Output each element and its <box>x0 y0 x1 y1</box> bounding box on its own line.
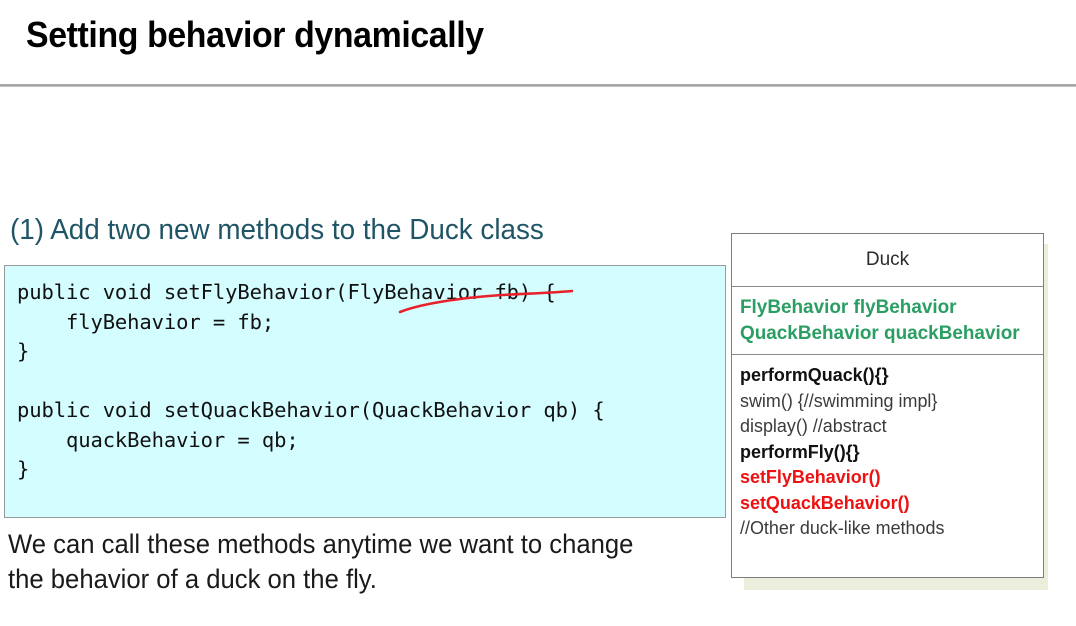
uml-class-header: Duck <box>732 234 1043 287</box>
uml-method: display() //abstract <box>740 415 887 436</box>
uml-method: performQuack(){} <box>740 364 889 385</box>
code-snippet: public void setFlyBehavior(FlyBehavior f… <box>17 280 605 481</box>
uml-attributes-compartment: FlyBehavior flyBehavior QuackBehavior qu… <box>732 287 1043 355</box>
uml-attribute: FlyBehavior flyBehavior <box>740 296 957 318</box>
uml-method-highlighted: setFlyBehavior() <box>740 466 881 487</box>
body-paragraph: We can call these methods anytime we wan… <box>8 529 634 594</box>
uml-method: swim() {//swimming impl} <box>740 389 938 411</box>
title-divider <box>0 84 1076 87</box>
uml-method-highlighted: setQuackBehavior() <box>740 491 910 513</box>
uml-method-comment: //Other duck-like methods <box>740 517 945 538</box>
uml-class-name: Duck <box>865 249 910 270</box>
uml-class-box-duck: Duck FlyBehavior flyBehavior QuackBehavi… <box>731 233 1044 578</box>
uml-attribute: QuackBehavior quackBehavior <box>740 322 1020 344</box>
page-title: Setting behavior dynamically <box>26 14 484 55</box>
uml-methods-compartment: performQuack(){} swim() {//swimming impl… <box>732 355 1043 577</box>
uml-method: performFly(){} <box>740 440 860 462</box>
step-heading: (1) Add two new methods to the Duck clas… <box>10 214 544 246</box>
code-block: public void setFlyBehavior(FlyBehavior f… <box>4 265 726 518</box>
